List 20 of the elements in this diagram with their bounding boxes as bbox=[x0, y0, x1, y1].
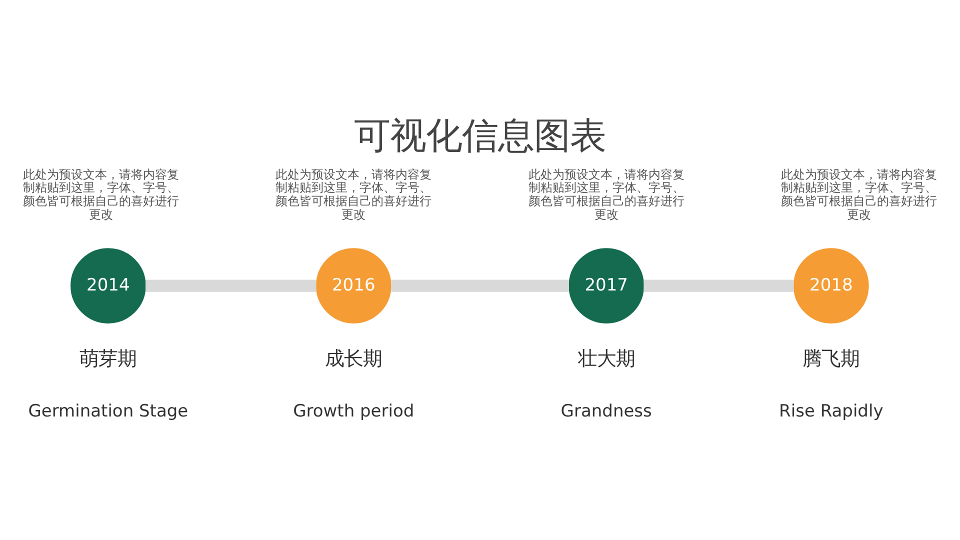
node-label: 成长期 bbox=[325, 347, 382, 370]
diagram-title: 可视化信息图表 bbox=[354, 114, 606, 157]
connector bbox=[644, 280, 794, 292]
node-label: 萌芽期 bbox=[80, 347, 137, 370]
connector bbox=[391, 280, 569, 292]
connector bbox=[146, 280, 316, 292]
node-label: 壮大期 bbox=[578, 347, 635, 370]
node-circle: 2014 bbox=[70, 248, 146, 324]
node-label: Rise Rapidly bbox=[779, 402, 884, 422]
node-label: 此处为预设文本，请将内容复制粘贴到这里，字体、字号、颜色皆可根据自己的喜好进行更改 bbox=[276, 167, 432, 222]
node-label: 此处为预设文本，请将内容复制粘贴到这里，字体、字号、颜色皆可根据自己的喜好进行更改 bbox=[528, 167, 684, 222]
node-label: 此处为预设文本，请将内容复制粘贴到这里，字体、字号、颜色皆可根据自己的喜好进行更改 bbox=[22, 167, 179, 222]
node-label: 腾飞期 bbox=[802, 347, 860, 370]
node-label: Grandness bbox=[560, 402, 652, 422]
node-label: 此处为预设文本，请将内容复制粘贴到这里，字体、字号、颜色皆可根据自己的喜好进行更改 bbox=[781, 167, 938, 222]
node-circle: 2017 bbox=[568, 248, 644, 324]
node-circle: 2016 bbox=[316, 248, 392, 324]
node-circle: 2018 bbox=[794, 248, 869, 324]
node-label: Growth period bbox=[293, 402, 414, 422]
node-label: Germination Stage bbox=[28, 402, 188, 422]
